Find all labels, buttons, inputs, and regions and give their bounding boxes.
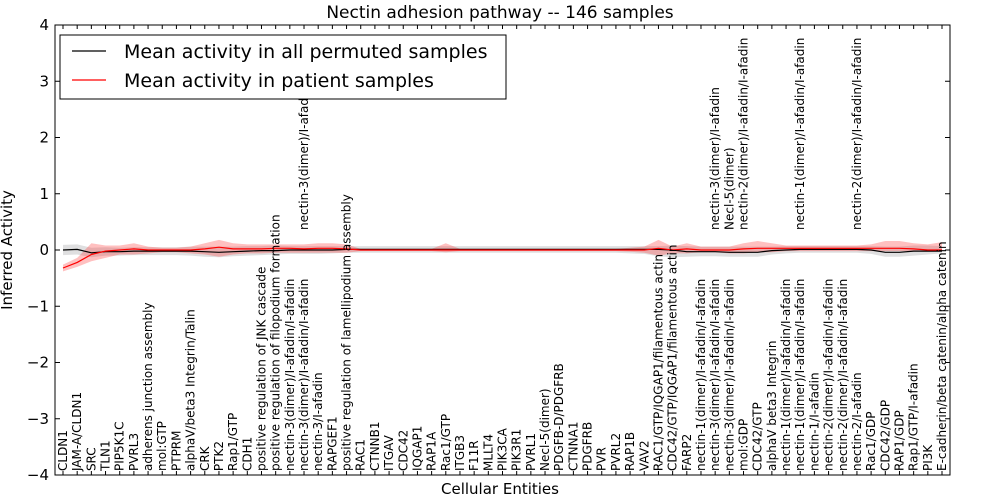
category-label: RAP1A (425, 431, 439, 471)
y-tick-label: 3 (39, 72, 49, 90)
category-label: JAM-A/CLDN1 (70, 392, 84, 472)
category-label: FARP2 (680, 434, 694, 471)
category-label: nectin-2/I-afadin (850, 372, 864, 471)
category-label: RAP1B (623, 432, 637, 471)
y-tick-label: 0 (39, 241, 49, 259)
category-label: positive regulation of lamellipodium ass… (340, 194, 354, 471)
category-label: nectin-3(dimer)/I-afadin/I-afadin (283, 279, 297, 471)
category-label: PTPRM (169, 430, 183, 471)
category-label: ITGB3 (453, 435, 467, 471)
legend-box (59, 34, 507, 100)
category-label-overflow: nectin-3(dimer)/I-afadin (297, 87, 311, 230)
category-label: mol:GDP (737, 419, 751, 471)
category-label: RAC1/GTP/IQGAP1/filamentous actin (652, 254, 666, 471)
category-label: RAP1/GDP (893, 410, 907, 471)
category-label: Rap1/GTP/I-afadin (907, 363, 921, 471)
category-label: VAV2 (637, 440, 651, 471)
y-axis: −4 −3 −2 −1 0 1 2 3 4 (27, 16, 950, 484)
category-label: TLN1 (99, 440, 113, 472)
series-line-2 (62, 246, 942, 269)
category-label: PVRL1 (524, 433, 538, 471)
category-label: CRK (198, 445, 212, 471)
category-label: CLDN1 (56, 430, 70, 471)
category-label: PIK3R1 (510, 429, 524, 471)
category-label: nectin-1/I-afadin (807, 372, 821, 471)
category-label: nectin-3(dimer)/I-afadin/I-afadin (708, 279, 722, 471)
category-label: positive regulation of filopodium format… (269, 214, 283, 471)
category-label: alphaV/beta3 Integrin/Talin (184, 309, 198, 471)
category-label: PDGFB-D/PDGFRB (552, 363, 566, 471)
y-tick-label: −4 (27, 466, 49, 484)
series-band-1 (63, 244, 942, 258)
x-axis-label: Cellular Entities (441, 480, 559, 498)
category-label-overflow: nectin-1(dimer)/I-afadin/I-afadin (793, 38, 807, 230)
y-tick-label: 2 (39, 129, 49, 147)
chart-title: Nectin adhesion pathway -- 146 samples (326, 3, 673, 23)
category-label: RAC1 (354, 439, 368, 471)
category-label: adherens junction assembly (141, 302, 155, 471)
category-label: PDGFRB (581, 422, 595, 471)
category-label: nectin-1(dimer)/I-afadin/I-afadin (779, 279, 793, 471)
category-label-overflow: nectin-3(dimer)/I-afadin (708, 87, 722, 230)
y-tick-label: 4 (39, 16, 49, 34)
category-label: PI3K (921, 444, 935, 471)
category-label: nectin-1(dimer)/I-afadin/I-afadin (694, 279, 708, 471)
category-label: nectin-3(dimer)/I-afadin/I-afadin (297, 279, 311, 471)
legend: Mean activity in all permuted samplesMea… (59, 34, 507, 100)
category-label: RAPGEF1 (325, 416, 339, 471)
category-label: E-cadherin/beta catenin/alpha catenin (935, 241, 949, 471)
y-tick-label: −2 (27, 354, 49, 372)
category-label: PVR (595, 447, 609, 471)
category-label: PTK2 (212, 441, 226, 471)
y-axis-label: Inferred Activity (0, 190, 16, 310)
series-lines (62, 246, 942, 269)
y-tick-label: −1 (27, 297, 49, 315)
category-label: PVRL3 (127, 433, 141, 471)
legend-entry-2: Mean activity in patient samples (124, 70, 434, 92)
category-label: mol:GTP (155, 421, 169, 471)
category-label: Rac1/GDP (864, 412, 878, 471)
category-label-overflow: Necl-5(dimer) (722, 147, 736, 230)
category-label: SRC (84, 447, 98, 471)
category-label: PVRL2 (609, 433, 623, 471)
category-label: CDH1 (240, 437, 254, 471)
category-label: CDC42 (396, 430, 410, 471)
category-label: CTNNB1 (368, 421, 382, 471)
category-label: Rap1/GTP (226, 413, 240, 471)
category-label: alphaV beta3 Integrin (765, 340, 779, 471)
category-label: CDC42/GTP/IQGAP1/filamentous actin (666, 245, 680, 471)
category-label: PIK3CA (496, 427, 510, 471)
category-label: Necl-5(dimer) (538, 388, 552, 471)
category-label: PIP5K1C (113, 421, 127, 471)
y-tick-label: −3 (27, 410, 49, 428)
category-label: nectin-2(dimer)/I-afadin/I-afadin (822, 279, 836, 471)
category-label: nectin-2(dimer)/I-afadin/I-afadin (836, 279, 850, 471)
category-label-overflow: nectin-2(dimer)/I-afadin/I-afadin (737, 38, 751, 230)
y-tick-label: 1 (39, 185, 49, 203)
category-label: CTNNA1 (566, 421, 580, 471)
category-label: ITGAV (382, 434, 396, 471)
category-label: F11R (467, 440, 481, 471)
category-label-overflow: nectin-2(dimer)/I-afadin/I-afadin (850, 38, 864, 230)
category-label: Rac1/GTP (439, 414, 453, 471)
category-label: CDC42/GDP (878, 400, 892, 471)
category-label: MLLT4 (481, 434, 495, 471)
category-label: positive regulation of JNK cascade (255, 267, 269, 471)
category-label: nectin-3(dimer)/I-afadin/I-afadin (722, 279, 736, 471)
legend-entry-1: Mean activity in all permuted samples (124, 41, 487, 63)
category-label: CDC42/GTP (751, 402, 765, 471)
confidence-bands (63, 239, 942, 272)
x-axis (62, 25, 943, 475)
category-label: nectin-1(dimer)/I-afadin/I-afadin (793, 279, 807, 471)
category-label: nectin-3/I-afadin (311, 372, 325, 471)
category-label: IQGAP1 (410, 426, 424, 471)
